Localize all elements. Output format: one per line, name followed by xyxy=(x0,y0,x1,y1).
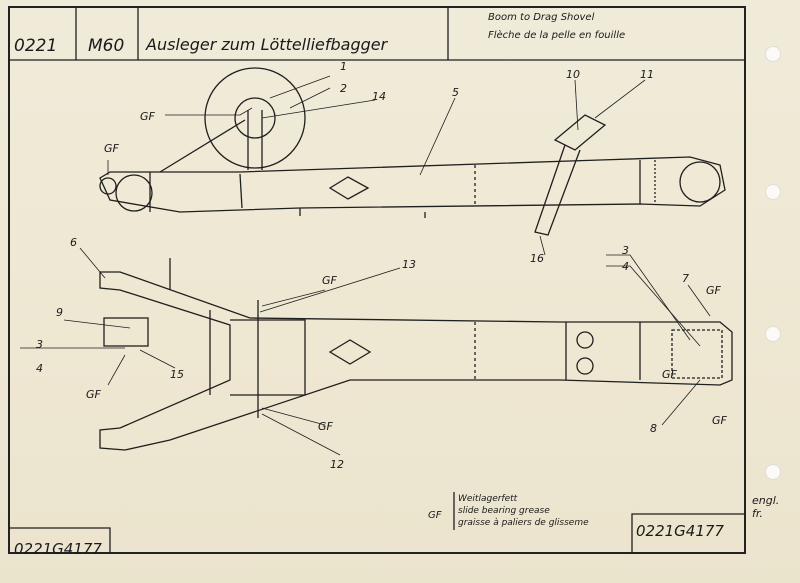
callout-6: 6 xyxy=(70,236,77,249)
callout-5: 5 xyxy=(452,86,459,99)
gf-marker: GF xyxy=(86,388,102,401)
callout-15: 15 xyxy=(170,368,184,381)
lightening-hole xyxy=(328,176,370,200)
gf-marker: GF xyxy=(104,142,120,155)
callout-10: 10 xyxy=(566,68,580,81)
punch-hole xyxy=(765,46,781,62)
callout-11: 11 xyxy=(640,68,654,81)
gf-marker: GF xyxy=(712,414,728,427)
cylinder-head xyxy=(553,114,607,151)
title-french: Flèche de la pelle en fouille xyxy=(488,30,626,41)
boom-side-view xyxy=(99,67,726,236)
callout-3: 3 xyxy=(622,244,629,257)
boom-plan-view xyxy=(99,258,733,451)
callout-leaders xyxy=(20,75,711,456)
footer-box-right xyxy=(631,513,746,554)
callout-9: 9 xyxy=(56,306,63,319)
footer-box-left xyxy=(8,527,111,554)
gf-marker: GF xyxy=(322,274,338,287)
legend-line-fr: graisse à paliers de glisseme xyxy=(458,518,589,528)
callout-8: 8 xyxy=(650,422,657,435)
legend-line-en: slide bearing grease xyxy=(458,506,550,516)
title-english: Boom to Drag Shovel xyxy=(488,12,595,23)
language-note: engl. fr. xyxy=(752,494,780,520)
legend-line-de: Weitlagerfett xyxy=(458,494,518,504)
punch-hole xyxy=(765,184,781,200)
lightening-hole xyxy=(328,339,372,365)
callout-4: 4 xyxy=(36,362,43,375)
part-number-left: 0221G4177 xyxy=(14,540,102,558)
callout-7: 7 xyxy=(682,272,689,285)
callout-2: 2 xyxy=(340,82,347,95)
part-number-right: 0221G4177 xyxy=(636,522,724,540)
callout-14: 14 xyxy=(372,90,386,103)
gf-marker: GF xyxy=(706,284,722,297)
legend-abbr: GF xyxy=(428,510,442,521)
gf-marker: GF xyxy=(140,110,156,123)
callout-4: 4 xyxy=(622,260,629,273)
callout-13: 13 xyxy=(402,258,416,271)
sheet-code: 0221 xyxy=(14,36,58,56)
callout-16: 16 xyxy=(530,252,544,265)
callout-12: 12 xyxy=(330,458,344,471)
callout-1: 1 xyxy=(340,60,347,73)
punch-hole xyxy=(765,464,781,480)
drawing-frame xyxy=(8,6,746,554)
callout-3: 3 xyxy=(36,338,43,351)
gf-marker: GF xyxy=(318,420,334,433)
gf-marker: GF xyxy=(662,368,678,381)
punch-hole xyxy=(765,326,781,342)
title-german: Ausleger zum Löttelliefbagger xyxy=(146,35,388,54)
rope-pulley xyxy=(204,67,306,169)
model-label: M60 xyxy=(88,36,125,56)
